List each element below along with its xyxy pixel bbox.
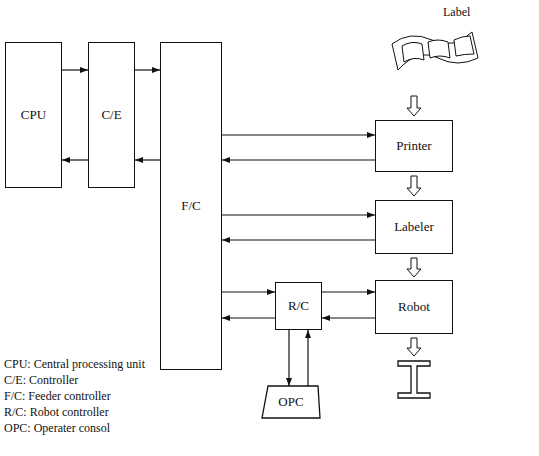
i-beam-product — [398, 361, 430, 398]
label-strip — [392, 32, 478, 70]
controller-box: R/C — [275, 282, 322, 330]
device-box: Labeler — [375, 200, 453, 254]
legend-note: R/C: Robot controller — [4, 406, 109, 419]
signal-line — [222, 317, 275, 318]
signal-line — [222, 159, 375, 160]
box-label: CPU — [21, 108, 46, 122]
box-label: OPC — [278, 395, 303, 409]
console-outline — [262, 386, 320, 418]
box-label: Robot — [398, 300, 430, 314]
legend-note: F/C: Feeder controller — [4, 390, 111, 403]
box-label: C/E — [101, 108, 121, 122]
signal-line — [222, 291, 275, 292]
device-box: Printer — [375, 120, 453, 172]
signal-line — [222, 239, 375, 240]
signal-line — [62, 69, 88, 70]
signal-line — [322, 291, 375, 292]
signal-line — [135, 69, 160, 70]
console-shape: OPC — [262, 386, 320, 418]
device-box: Robot — [375, 280, 453, 334]
controller-box: C/E — [88, 42, 135, 188]
legend-note: OPC: Operater consol — [4, 422, 110, 435]
signal-line — [222, 214, 375, 215]
signal-line — [222, 134, 375, 135]
signal-line — [288, 330, 289, 386]
processor-box: CPU — [5, 42, 62, 188]
legend-note: CPU: Central processing unit — [4, 358, 145, 371]
box-label: Printer — [396, 139, 431, 153]
signal-line — [62, 159, 88, 160]
legend-note: C/E: Controller — [4, 374, 78, 387]
part-label: Label — [443, 6, 470, 19]
box-label: R/C — [288, 299, 309, 313]
signal-line — [322, 317, 375, 318]
signal-line — [307, 330, 308, 386]
box-label: F/C — [181, 199, 201, 213]
box-label: Labeler — [394, 220, 434, 234]
controller-box: F/C — [160, 42, 222, 370]
signal-line — [135, 159, 160, 160]
